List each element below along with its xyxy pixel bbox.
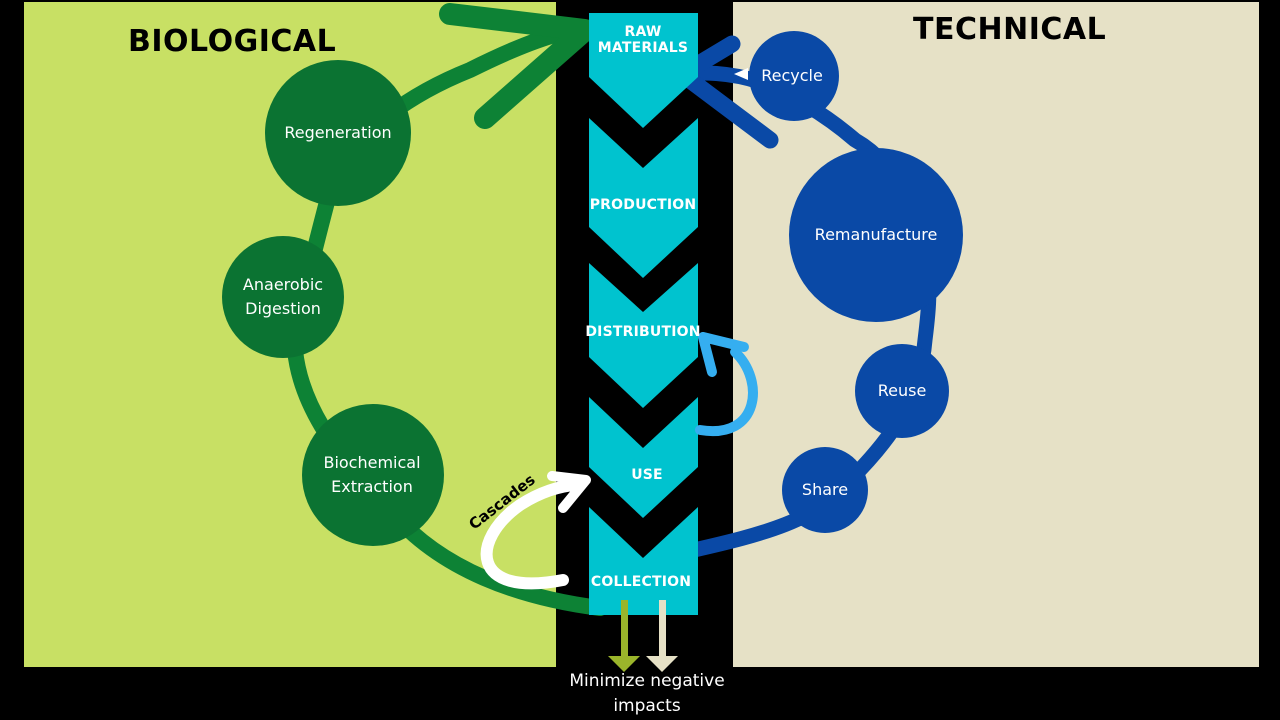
remanufacture-label: Remanufacture <box>814 225 938 244</box>
tech-output-arrowhead <box>646 656 678 672</box>
biological-heading: BIOLOGICAL <box>128 24 337 59</box>
remanufacture-node <box>789 148 963 322</box>
stage-production-shape <box>589 118 698 278</box>
recycle-label: Recycle <box>761 66 823 85</box>
anaerobic-digestion-label: Anaerobic Digestion <box>242 275 324 318</box>
distribution-return-arrow <box>695 347 758 437</box>
bio-output-arrowhead <box>608 656 640 672</box>
biochemical-extraction-label: Biochemical Extraction <box>323 453 421 496</box>
anaerobic-digestion-node <box>222 236 344 358</box>
biological-nodes <box>222 60 444 546</box>
cascade-arrow <box>480 479 581 590</box>
cascade-arrowhead <box>547 471 591 513</box>
reuse-label: Reuse <box>877 381 927 400</box>
stage-collection-label: COLLECTION <box>590 574 692 590</box>
footer-text: Minimize negative impacts <box>569 671 725 716</box>
reuse-node <box>855 344 949 438</box>
stage-raw-materials-shape <box>589 13 698 128</box>
share-node <box>782 447 868 533</box>
tech-output-arrow-shaft <box>659 600 666 658</box>
stage-production-label: PRODUCTION <box>589 197 697 213</box>
stage-use-shape <box>589 397 698 518</box>
technical-nodes <box>749 31 963 533</box>
recycle-node <box>749 31 839 121</box>
regeneration-label: Regeneration <box>284 123 392 142</box>
stage-distribution-label: DISTRIBUTION <box>585 324 701 340</box>
stage-distribution-shape <box>589 263 698 408</box>
stage-raw-materials-label: RAW MATERIALS <box>597 24 689 56</box>
biological-arrowhead <box>439 3 596 129</box>
stage-collection-shape <box>589 507 698 615</box>
stage-use-label: USE <box>631 467 663 483</box>
regeneration-node <box>265 60 411 206</box>
share-label: Share <box>801 480 849 499</box>
distribution-arrowhead <box>698 332 749 377</box>
stage-chevrons <box>589 13 698 615</box>
bio-output-arrow-shaft <box>621 600 628 658</box>
technical-heading: TECHNICAL <box>913 12 1107 47</box>
recycle-marker-icon <box>734 68 748 80</box>
biochemical-extraction-node <box>302 404 444 546</box>
output-arrows <box>608 600 678 672</box>
